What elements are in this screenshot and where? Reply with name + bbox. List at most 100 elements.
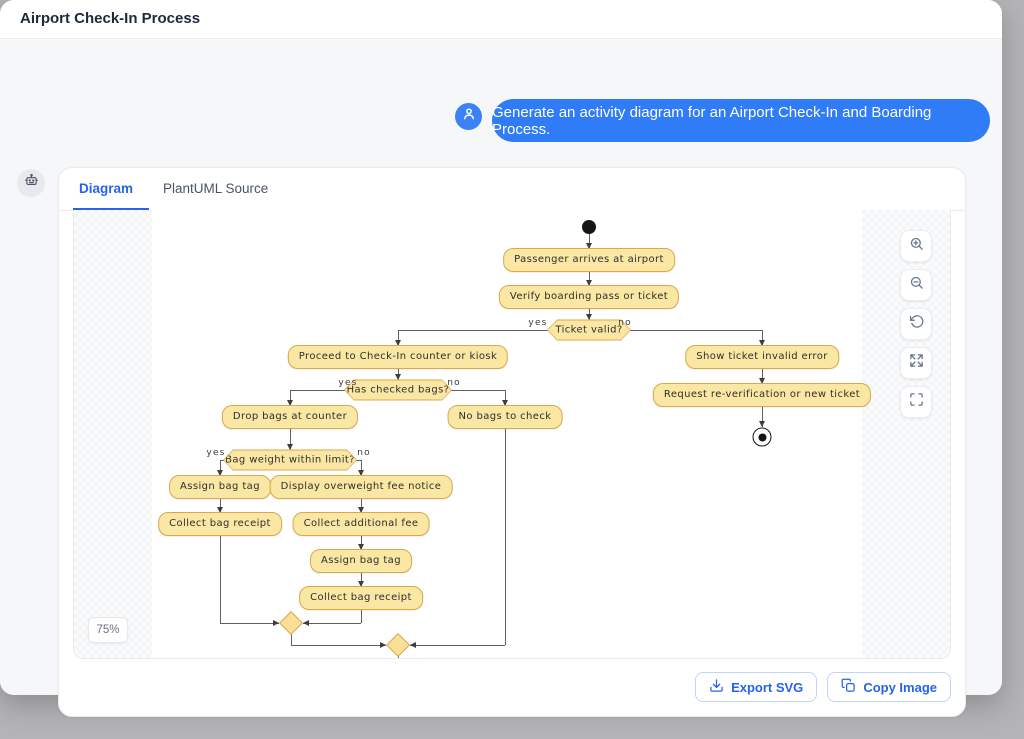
merge-diamond — [385, 632, 411, 658]
decision-node: Ticket valid? — [547, 320, 631, 341]
assistant-avatar — [17, 169, 45, 197]
edge-line — [361, 460, 362, 476]
edge-line — [589, 271, 590, 286]
activity-node: Collect bag receipt — [299, 586, 423, 610]
edge-line — [220, 460, 221, 476]
window-header: Airport Check-In Process — [0, 0, 1002, 39]
tab-bar: Diagram PlantUML Source — [59, 168, 965, 211]
arrowhead — [286, 400, 293, 406]
edge-label: yes — [338, 378, 358, 388]
edge-line — [220, 623, 279, 624]
end-node-dot — [758, 433, 766, 441]
activity-node: Passenger arrives at airport — [503, 248, 675, 272]
arrowhead — [410, 641, 416, 648]
arrowhead — [273, 619, 279, 626]
edge-line — [398, 330, 548, 331]
decision-node-fill: Has checked bags? — [345, 381, 451, 400]
app-window: Airport Check-In Process Generate an act… — [0, 0, 1002, 717]
arrowhead — [357, 470, 364, 476]
export-svg-button[interactable]: Export SVG — [695, 672, 818, 702]
edge-line — [762, 368, 763, 384]
activity-node: Show ticket invalid error — [685, 345, 839, 369]
zoom-in-button[interactable] — [900, 230, 932, 262]
edge-label: yes — [528, 318, 548, 328]
arrowhead — [758, 340, 765, 346]
edge-line — [290, 390, 291, 406]
tab-plantuml-source[interactable]: PlantUML Source — [163, 181, 269, 196]
arrowhead — [357, 581, 364, 587]
edge-label: yes — [206, 448, 226, 458]
rotate-ccw-icon — [909, 314, 924, 334]
end-node — [752, 427, 772, 447]
zoom-out-button[interactable] — [900, 269, 932, 301]
arrowhead — [585, 314, 592, 320]
edge-line — [220, 498, 221, 513]
edge-line — [220, 460, 224, 461]
tab-diagram[interactable]: Diagram — [79, 181, 134, 196]
decision-node-fill: Bag weight within limit? — [224, 451, 356, 470]
corner-brackets-icon — [909, 392, 924, 412]
zoom-out-icon — [909, 275, 924, 295]
start-node — [582, 220, 596, 234]
edge-line — [451, 390, 505, 391]
copy-image-button[interactable]: Copy Image — [827, 672, 951, 702]
robot-icon — [23, 172, 40, 194]
edge-line — [290, 428, 291, 450]
edge-line — [505, 390, 506, 406]
fit-view-button[interactable] — [900, 386, 932, 418]
edge-label: no — [447, 378, 461, 388]
activity-node: Collect bag receipt — [158, 512, 282, 536]
edge-line — [410, 645, 505, 646]
merge-diamond — [278, 610, 304, 636]
activity-node: Proceed to Check-In counter or kiosk — [287, 345, 509, 369]
activity-node: Verify boarding pass or ticket — [498, 285, 680, 309]
activity-node: Assign bag tag — [310, 549, 412, 573]
expand-button[interactable] — [900, 347, 932, 379]
decision-node: Bag weight within limit? — [223, 450, 357, 471]
arrowhead — [216, 470, 223, 476]
arrowhead — [394, 340, 401, 346]
activity-node: Assign bag tag — [169, 475, 271, 499]
zoom-level-badge: 75% — [88, 617, 128, 643]
arrowhead — [216, 507, 223, 513]
diagram-card: Diagram PlantUML Source Passenger arrive… — [58, 167, 966, 717]
arrowhead — [357, 544, 364, 550]
activity-node: Drop bags at counter — [221, 405, 359, 429]
page-title: Airport Check-In Process — [20, 10, 201, 27]
decision-node-fill: Ticket valid? — [548, 321, 630, 340]
activity-node: Display overweight fee notice — [269, 475, 453, 499]
view-controls — [900, 230, 932, 418]
content-area: Generate an activity diagram for an Airp… — [0, 39, 1002, 717]
user-message-bubble: Generate an activity diagram for an Airp… — [492, 99, 990, 142]
activity-node: Request re-verification or new ticket — [652, 383, 872, 407]
activity-node: No bags to check — [447, 405, 563, 429]
edge-line — [361, 609, 362, 623]
export-svg-label: Export SVG — [731, 679, 804, 695]
arrowhead — [501, 400, 508, 406]
edge-line — [220, 535, 221, 623]
active-tab-underline — [73, 208, 149, 210]
edge-line — [630, 330, 762, 331]
person-icon — [461, 106, 477, 127]
download-icon — [709, 678, 724, 696]
zoom-in-icon — [909, 236, 924, 256]
edge-label: no — [357, 448, 371, 458]
reset-view-button[interactable] — [900, 308, 932, 340]
arrowhead — [380, 641, 386, 648]
edge-line — [762, 406, 763, 427]
edge-line — [291, 632, 292, 645]
decision-node: Has checked bags? — [344, 380, 452, 401]
edge-line — [361, 535, 362, 550]
edge-line — [589, 234, 590, 249]
edge-line — [361, 572, 362, 587]
edge-line — [505, 428, 506, 645]
edge-line — [361, 498, 362, 513]
arrowhead — [286, 444, 293, 450]
user-avatar — [455, 103, 482, 130]
edge-line — [291, 645, 386, 646]
arrowhead — [303, 619, 309, 626]
arrowhead — [357, 507, 364, 513]
